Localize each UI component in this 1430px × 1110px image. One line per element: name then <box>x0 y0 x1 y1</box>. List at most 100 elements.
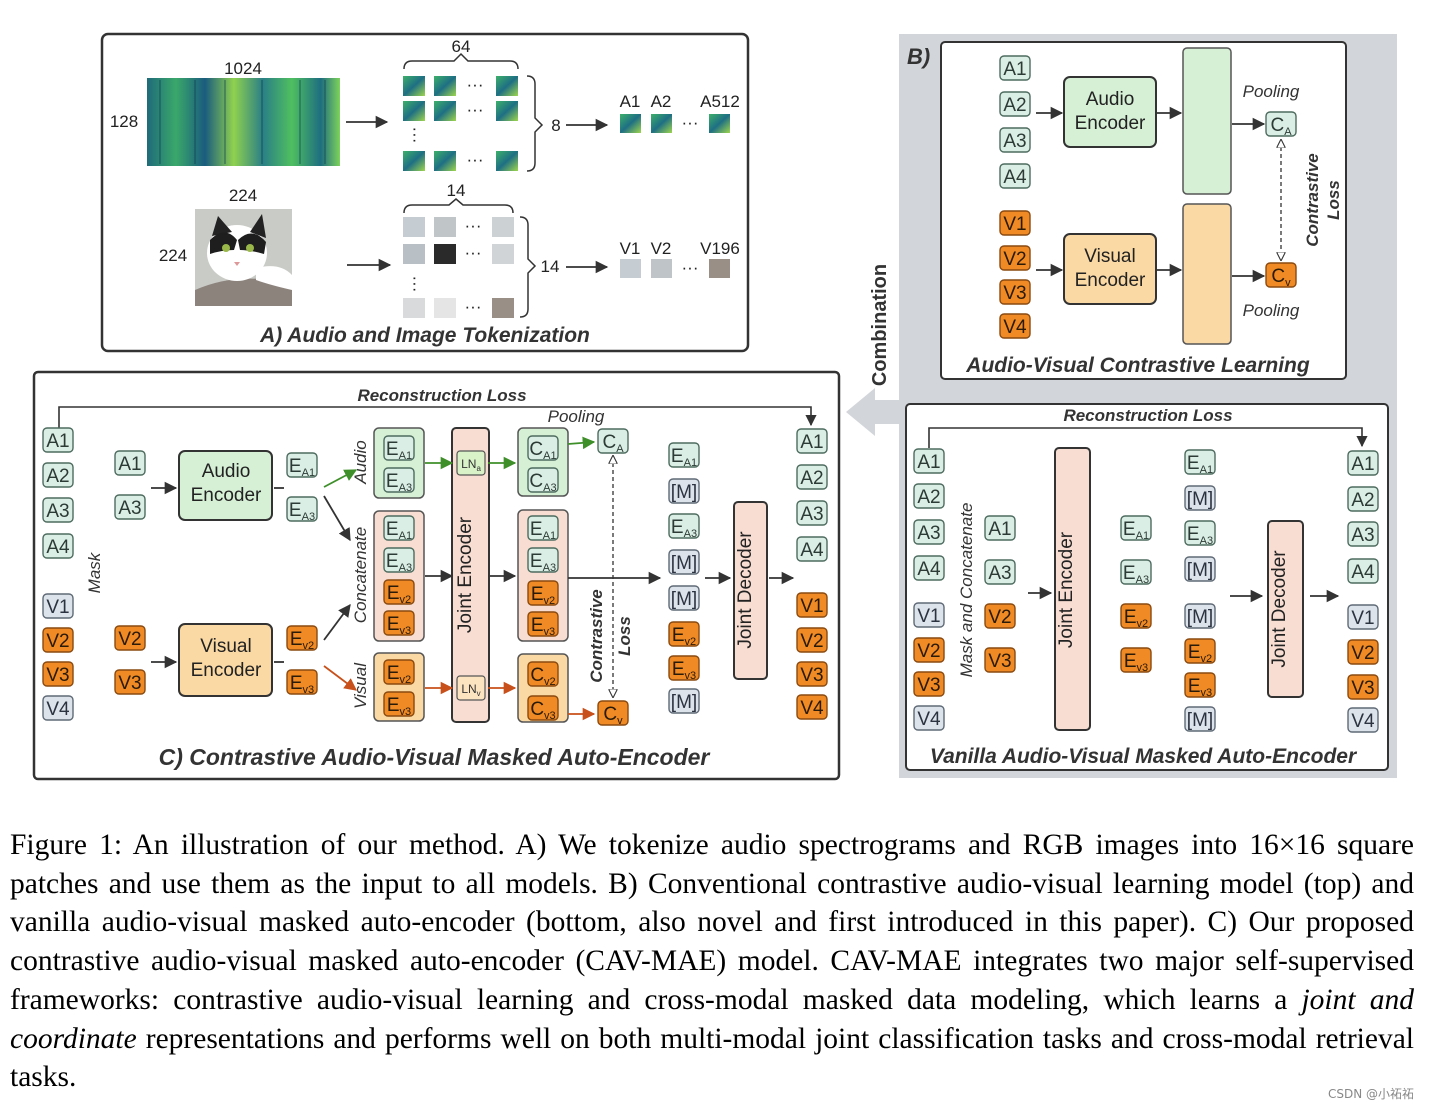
svg-text:A4: A4 <box>917 559 941 580</box>
svg-text:A3: A3 <box>988 563 1011 584</box>
c-visual-stream-ev3: Ev3 <box>383 691 415 718</box>
b-van-dec-in-0: EA1 <box>1184 449 1216 476</box>
b-van-dec-in-4: [M] <box>1184 603 1216 629</box>
svg-text:V1: V1 <box>1351 608 1374 629</box>
panel-a: 1024 128 64 ··· ··· ··· ··· 8 A1 A2 A512… <box>100 32 750 353</box>
svg-text:A1: A1 <box>917 452 940 473</box>
b-van-input-a3: A3 <box>913 519 945 545</box>
c-input-a3: A3 <box>42 497 74 523</box>
c-ln-visual <box>456 675 486 701</box>
svg-text:V2: V2 <box>988 607 1011 628</box>
c-input-v4: V4 <box>42 695 74 721</box>
svg-text:[M]: [M] <box>1187 607 1213 628</box>
svg-text:[M]: [M] <box>1187 560 1213 581</box>
c-dec-in-2: EA3 <box>668 513 700 540</box>
b-van-input-a1: A1 <box>913 448 945 474</box>
b-van-kept-a3: A3 <box>984 559 1016 585</box>
svg-text:V2: V2 <box>917 641 940 662</box>
combination-arrow <box>846 388 899 436</box>
svg-text:···: ··· <box>467 150 484 169</box>
b-van-enc-ev2: Ev2 <box>1120 603 1152 630</box>
panel-c: Reconstruction Loss Pooling Mask Audio E… <box>32 370 841 781</box>
svg-text:[M]: [M] <box>1187 489 1213 510</box>
svg-text:V3: V3 <box>1003 283 1026 304</box>
svg-text:···: ··· <box>406 127 425 144</box>
b-van-dec-in-2: EA3 <box>1184 520 1216 547</box>
svg-text:LNv: LNv <box>461 682 480 698</box>
svg-text:Loss: Loss <box>1324 180 1343 220</box>
audio-grid-rows-label: 8 <box>551 116 560 135</box>
svg-text:···: ··· <box>682 258 699 277</box>
svg-text:V3: V3 <box>800 665 823 686</box>
svg-text:Audio: Audio <box>351 440 370 484</box>
svg-text:V3: V3 <box>118 673 141 694</box>
c-joint-audio-ca3: CA3 <box>527 467 559 494</box>
c-dec-in-4: [M] <box>668 585 700 611</box>
svg-text:V1: V1 <box>800 596 823 617</box>
svg-text:A2: A2 <box>1003 95 1026 116</box>
svg-text:V4: V4 <box>917 709 941 730</box>
c-joint-visual-cv3: Cv3 <box>527 695 559 722</box>
b-van-output-v4: V4 <box>1347 707 1379 733</box>
svg-text:V4: V4 <box>1003 317 1027 338</box>
svg-text:Encoder: Encoder <box>191 485 262 506</box>
audio-token-label-last: A512 <box>700 92 740 111</box>
c-audio-encoder <box>178 450 273 521</box>
b-joint-decoder <box>1267 520 1304 698</box>
c-output-a2: A2 <box>796 464 828 490</box>
panel-c-title: C) Contrastive Audio-Visual Masked Auto-… <box>159 744 711 770</box>
image-grid-rows-label: 14 <box>541 257 560 276</box>
b-reconstruction-loss: Reconstruction Loss <box>1063 406 1232 425</box>
svg-text:···: ··· <box>465 297 482 316</box>
image-width-label: 224 <box>229 186 257 205</box>
c-mask-label: Mask <box>85 551 104 593</box>
svg-text:···: ··· <box>406 276 425 293</box>
svg-text:V1: V1 <box>46 597 69 618</box>
svg-text:···: ··· <box>467 100 484 119</box>
b-input-a3: A3 <box>999 127 1031 153</box>
svg-text:Audio: Audio <box>202 461 251 482</box>
svg-text:V4: V4 <box>1351 711 1375 732</box>
b-van-input-a2: A2 <box>913 483 945 509</box>
c-ln-audio <box>456 450 486 476</box>
b-input-v2: V2 <box>999 245 1031 271</box>
svg-text:A1: A1 <box>1003 59 1026 80</box>
b-joint-encoder <box>1054 447 1091 731</box>
c-input-a1: A1 <box>42 427 74 453</box>
c-dec-in-7: [M] <box>668 688 700 714</box>
b-van-output-a4: A4 <box>1347 558 1379 584</box>
svg-text:···: ··· <box>465 243 482 262</box>
svg-text:LNa: LNa <box>461 457 481 473</box>
b-van-output-v1: V1 <box>1347 604 1379 630</box>
svg-text:A4: A4 <box>800 540 824 561</box>
svg-text:···: ··· <box>465 216 482 235</box>
svg-text:V2: V2 <box>46 631 69 652</box>
c-pooled-cv: Cv <box>597 700 629 727</box>
combination-label: Combination <box>869 264 891 386</box>
b-contrastive-title: Audio-Visual Contrastive Learning <box>965 354 1310 377</box>
b-vanilla-title: Vanilla Audio-Visual Masked Auto-Encoder <box>930 745 1358 768</box>
svg-text:A2: A2 <box>800 468 823 489</box>
svg-text:A1: A1 <box>988 519 1011 540</box>
svg-text:Pooling: Pooling <box>1243 82 1300 101</box>
b-van-output-a2: A2 <box>1347 486 1379 512</box>
c-concat-stream-ev3: Ev3 <box>383 610 415 637</box>
c-visual-stream-ev2: Ev2 <box>383 659 415 686</box>
b-van-output-v2: V2 <box>1347 639 1379 665</box>
c-joint-visual-cv2: Cv2 <box>527 661 559 688</box>
c-audio-stream-ea1: EA1 <box>383 435 415 462</box>
b-van-output-v3: V3 <box>1347 674 1379 700</box>
c-concat-stream-ev2: Ev2 <box>383 579 415 606</box>
svg-text:V3: V3 <box>988 651 1011 672</box>
svg-text:A2: A2 <box>1351 490 1374 511</box>
audio-height-label: 128 <box>110 112 138 131</box>
c-joint-decoder <box>733 501 768 680</box>
audio-patch-grid: ··· ··· ··· ··· <box>403 75 518 171</box>
c-audio-stream-ea3: EA3 <box>383 467 415 494</box>
b-van-input-v3: V3 <box>913 671 945 697</box>
c-kept-a1: A1 <box>114 450 146 476</box>
svg-text:[M]: [M] <box>671 692 697 713</box>
audio-token-label-1: A1 <box>620 92 641 111</box>
svg-text:Joint Encoder: Joint Encoder <box>1056 531 1077 648</box>
c-tokens: A1A2A3A4V1V2V3V4A1A3V2V3EA1EA3Ev2Ev3EA1E… <box>42 427 828 727</box>
